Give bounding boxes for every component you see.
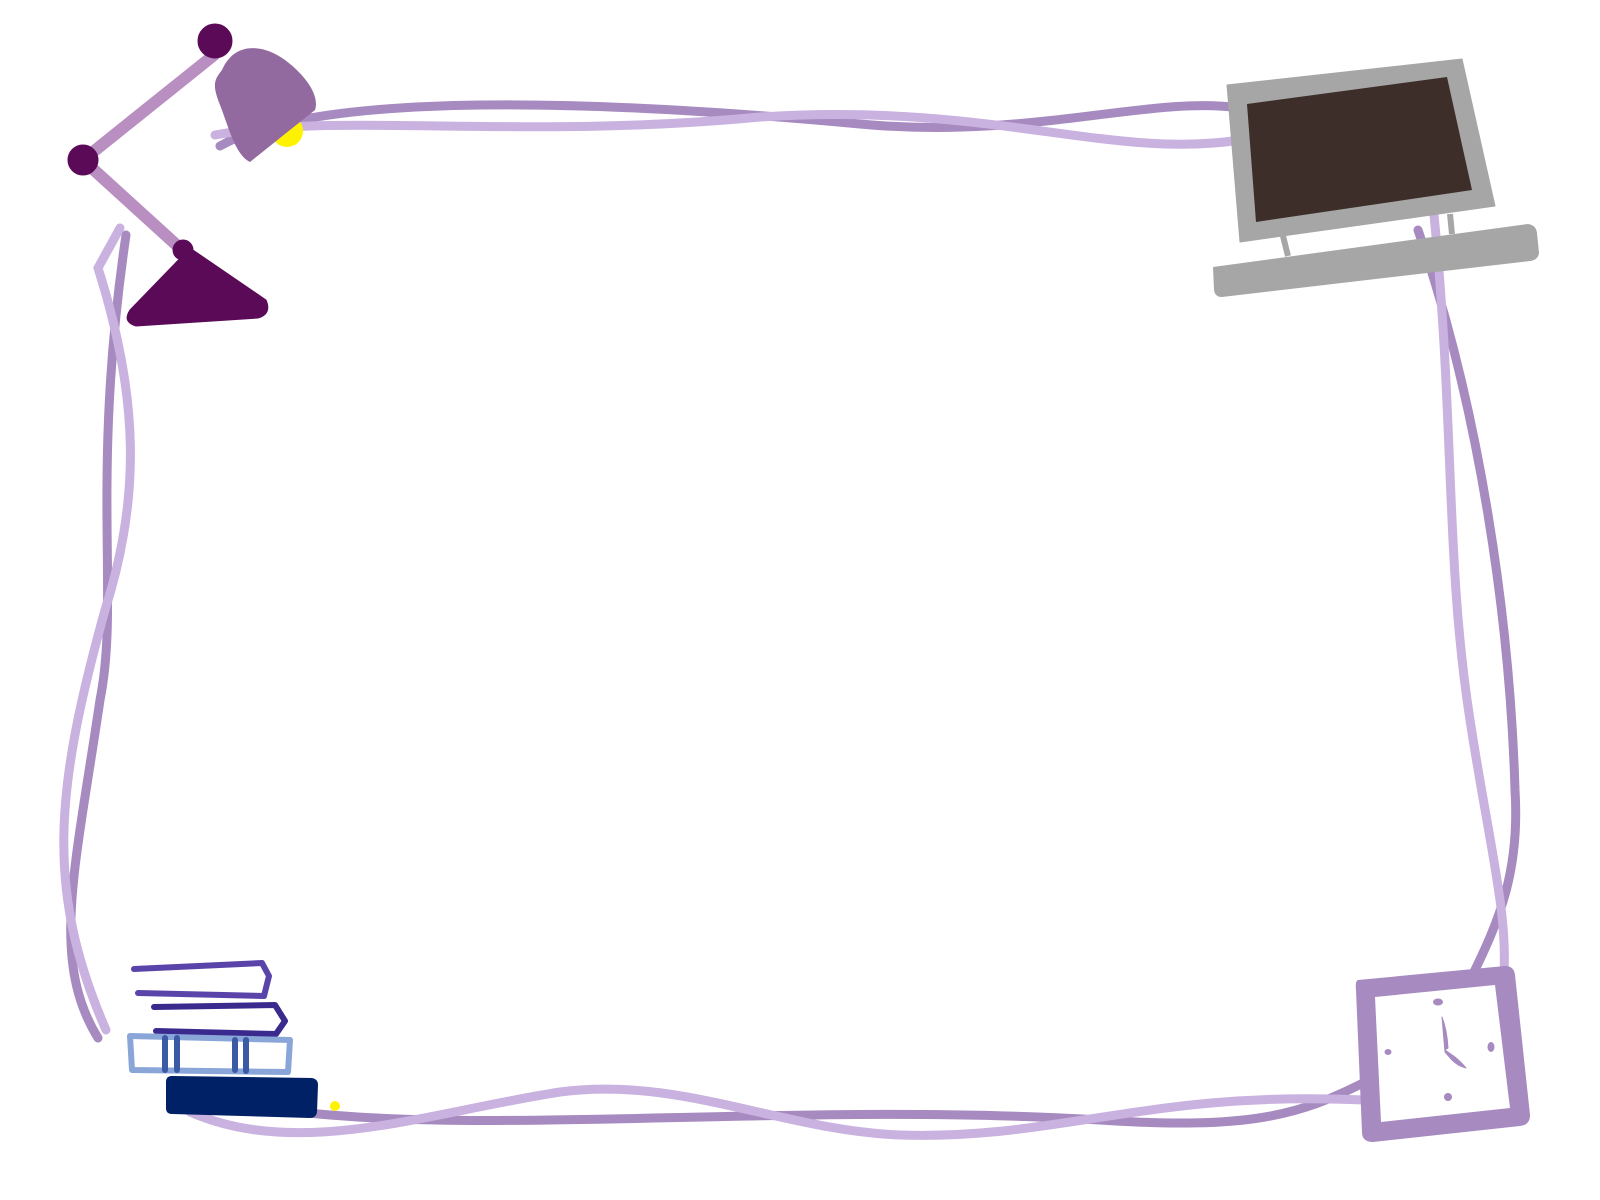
keyboard-body: [1213, 224, 1539, 297]
book-stack-icon: [127, 960, 340, 1118]
frame-line-top-light: [210, 110, 1245, 149]
lamp-shade: [214, 48, 316, 162]
book-third-outline: [127, 1033, 293, 1075]
frame-line-bottom-dark: [295, 1077, 1370, 1128]
clock-hands: [1441, 1016, 1467, 1069]
clock-face: [1375, 985, 1510, 1122]
book-bottom: [166, 1076, 318, 1118]
lamp-upper-arm: [77, 49, 220, 166]
wall-clock-icon: [1355, 966, 1530, 1142]
desk-lamp-icon: [67, 23, 316, 327]
clock-mark-6: [1444, 1093, 1452, 1101]
clock-mark-3: [1487, 1042, 1495, 1052]
frame-line-left-dark: [66, 230, 131, 1043]
book-second: [151, 1002, 288, 1037]
book-top: [131, 960, 272, 999]
clock-mark-9: [1384, 1049, 1392, 1055]
frame-line-right-dark: [1413, 225, 1521, 985]
frame-line-bottom-light: [185, 1084, 1370, 1140]
frame-line-left-light: [59, 223, 135, 1035]
keyboard-icon: [1213, 224, 1539, 297]
monitor-stand-right: [1447, 213, 1455, 235]
computer-monitor-icon: [1226, 58, 1496, 257]
lamp-top-joint: [197, 23, 233, 59]
lamp-lower-arm: [77, 154, 188, 256]
wavy-frame-lines: [59, 100, 1521, 1140]
lamp-base: [126, 247, 269, 327]
clock-mark-12: [1433, 998, 1443, 1006]
lamp-elbow-joint: [67, 144, 99, 176]
frame-line-right-light: [1428, 200, 1509, 990]
book-sparkle: [330, 1101, 340, 1111]
monitor-screen: [1247, 77, 1472, 222]
monitor-stand-left: [1280, 235, 1291, 257]
